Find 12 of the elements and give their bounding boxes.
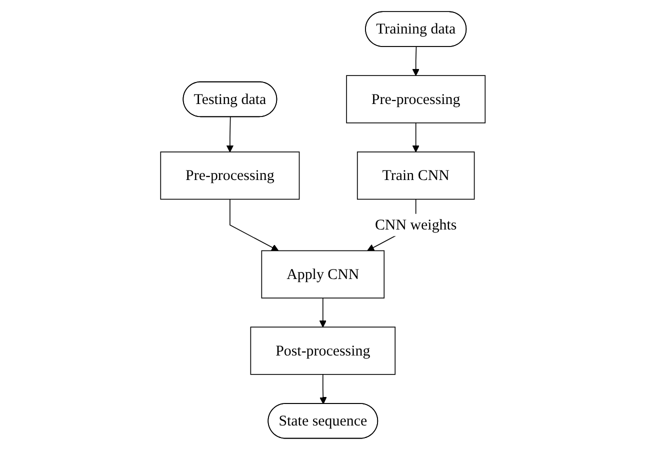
node-box: Pre-processing (346, 75, 486, 124)
edge-label: CNN weights (374, 216, 456, 233)
node-box: Post-processing (250, 326, 396, 375)
node-box: Pre-processing (160, 152, 300, 200)
node-box: Train CNN (356, 152, 474, 200)
arrow (412, 46, 420, 76)
node-box: Apply CNN (260, 250, 384, 298)
arrow (412, 122, 420, 152)
arrow (229, 198, 278, 252)
arrow (318, 298, 326, 328)
arrow (226, 116, 234, 152)
arrow (319, 374, 326, 404)
